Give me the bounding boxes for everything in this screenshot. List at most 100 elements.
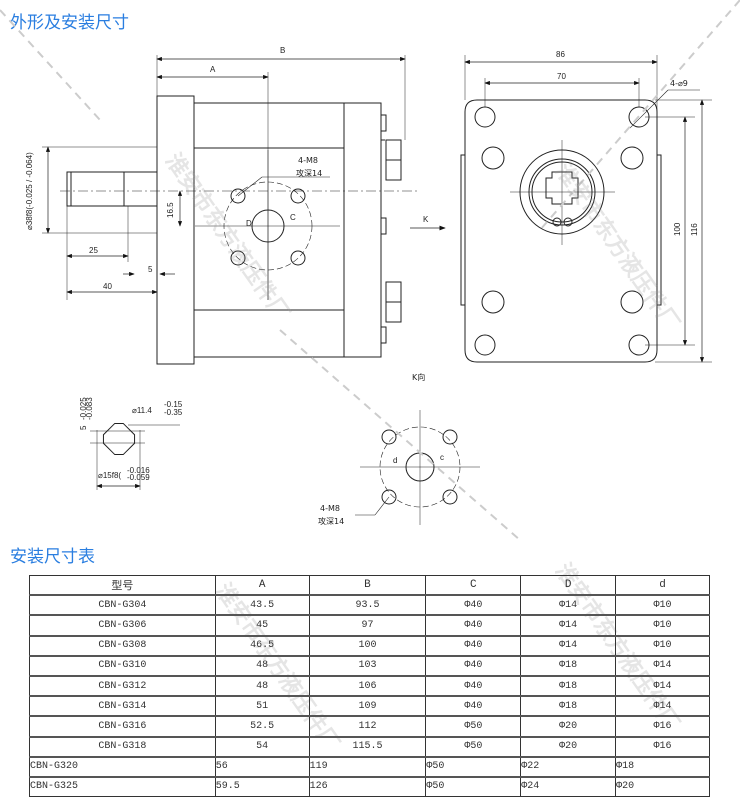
dim-c: c (440, 453, 444, 462)
k-view-detail (355, 410, 480, 525)
dim-A: A (210, 65, 216, 74)
front-view (460, 55, 712, 363)
dim-86: 86 (556, 50, 565, 59)
cell-A: 46.5 (214, 635, 310, 657)
thread-hole (230, 250, 246, 266)
dim-100: 100 (673, 222, 682, 236)
cell-D: Φ18 (520, 675, 617, 698)
cell-B: 106 (308, 675, 427, 698)
cell-D: Φ14 (520, 614, 617, 637)
header-B: B (308, 575, 427, 597)
cell-A: 59.5 (214, 776, 310, 798)
side-view (42, 55, 446, 365)
cell-D: Φ20 (520, 715, 617, 738)
thread-hole (290, 188, 306, 204)
thread-hole (442, 489, 458, 505)
cell-model: CBN-G310 (29, 655, 216, 677)
bolt-hole (481, 290, 505, 314)
shaft (66, 171, 158, 207)
dim-D: D (246, 219, 252, 228)
cell-B: 97 (308, 614, 427, 637)
cell-B: 119 (308, 756, 427, 778)
rear-cover (343, 102, 382, 358)
cell-d: Φ16 (615, 735, 710, 758)
cell-B: 115.5 (308, 735, 427, 758)
thread-hole (290, 250, 306, 266)
cell-A: 45 (214, 614, 310, 637)
cell-C: Φ40 (425, 675, 522, 698)
cell-C: Φ40 (425, 655, 522, 677)
outline-dimensions-heading: 外形及安装尺寸 (10, 13, 129, 33)
mount-hole (474, 106, 496, 128)
dim-116: 116 (690, 223, 699, 236)
cell-d: Φ16 (615, 715, 710, 738)
cell-C: Φ40 (425, 695, 522, 718)
spline-inner-tol-low: -0.35 (164, 408, 183, 417)
header-A: A (214, 575, 310, 597)
dim-40: 40 (103, 282, 112, 291)
cell-B: 100 (308, 635, 427, 657)
dim-C: C (290, 213, 296, 222)
key-tol-up: -0.025 (79, 397, 88, 420)
cell-model: CBN-G320 (29, 756, 216, 778)
installation-table-heading: 安装尺寸表 (10, 547, 95, 567)
spline-inner-dia: ⌀11.4 (132, 406, 152, 415)
cell-A: 52.5 (214, 715, 310, 738)
key-width: 5 (79, 425, 88, 430)
cell-d: Φ14 (615, 675, 710, 698)
cell-C: Φ50 (425, 735, 522, 758)
key-tol-low: -0.083 (85, 397, 94, 420)
cell-d: Φ20 (615, 776, 710, 798)
cell-model: CBN-G308 (29, 635, 216, 657)
cell-d: Φ10 (615, 614, 710, 637)
cell-model: CBN-G314 (29, 695, 216, 718)
cell-model: CBN-G306 (29, 614, 216, 637)
pump-body (193, 102, 345, 358)
cell-D: Φ22 (520, 756, 617, 778)
dim-16-5: 16.5 (166, 202, 175, 218)
bolt-hole (481, 146, 505, 170)
cell-model: CBN-G325 (29, 776, 216, 798)
header-D: D (520, 575, 617, 597)
mount-holes-label: 4-⌀9 (670, 79, 688, 88)
cell-d: Φ14 (615, 655, 710, 677)
mount-hole (474, 334, 496, 356)
spline-outer-dia: ⌀15f8( (98, 471, 121, 480)
dim-25: 25 (89, 246, 98, 255)
dim-70: 70 (557, 72, 566, 81)
cell-C: Φ40 (425, 614, 522, 637)
cell-d: Φ10 (615, 594, 710, 617)
header-model: 型号 (29, 575, 216, 597)
thread-label-2: 4-M8 (320, 504, 340, 513)
thread-label: 4-M8 (298, 156, 318, 165)
cell-C: Φ40 (425, 594, 522, 617)
cell-D: Φ14 (520, 594, 617, 617)
header-d: d (615, 575, 710, 597)
small-bolt (380, 217, 387, 235)
cell-d: Φ14 (615, 695, 710, 718)
cell-B: 109 (308, 695, 427, 718)
cell-D: Φ20 (520, 735, 617, 758)
cell-A: 56 (214, 756, 310, 778)
spline-section (90, 422, 180, 490)
cell-B: 93.5 (308, 594, 427, 617)
header-C: C (425, 575, 522, 597)
spline-outer-tol-low: -0.059 (127, 473, 150, 482)
mounting-plate (464, 99, 658, 363)
cell-A: 48 (214, 655, 310, 677)
small-bolt (380, 114, 387, 132)
table-header-row: 型号 A B C D d (29, 575, 710, 597)
front-flange (156, 95, 195, 365)
pump-technical-drawing: B A ⌀38f8(-0.025 / -0.064) 16.5 25 5 40 … (0, 0, 740, 540)
thread-hole (442, 429, 458, 445)
bolt-hole (620, 290, 644, 314)
cell-D: Φ18 (520, 695, 617, 718)
